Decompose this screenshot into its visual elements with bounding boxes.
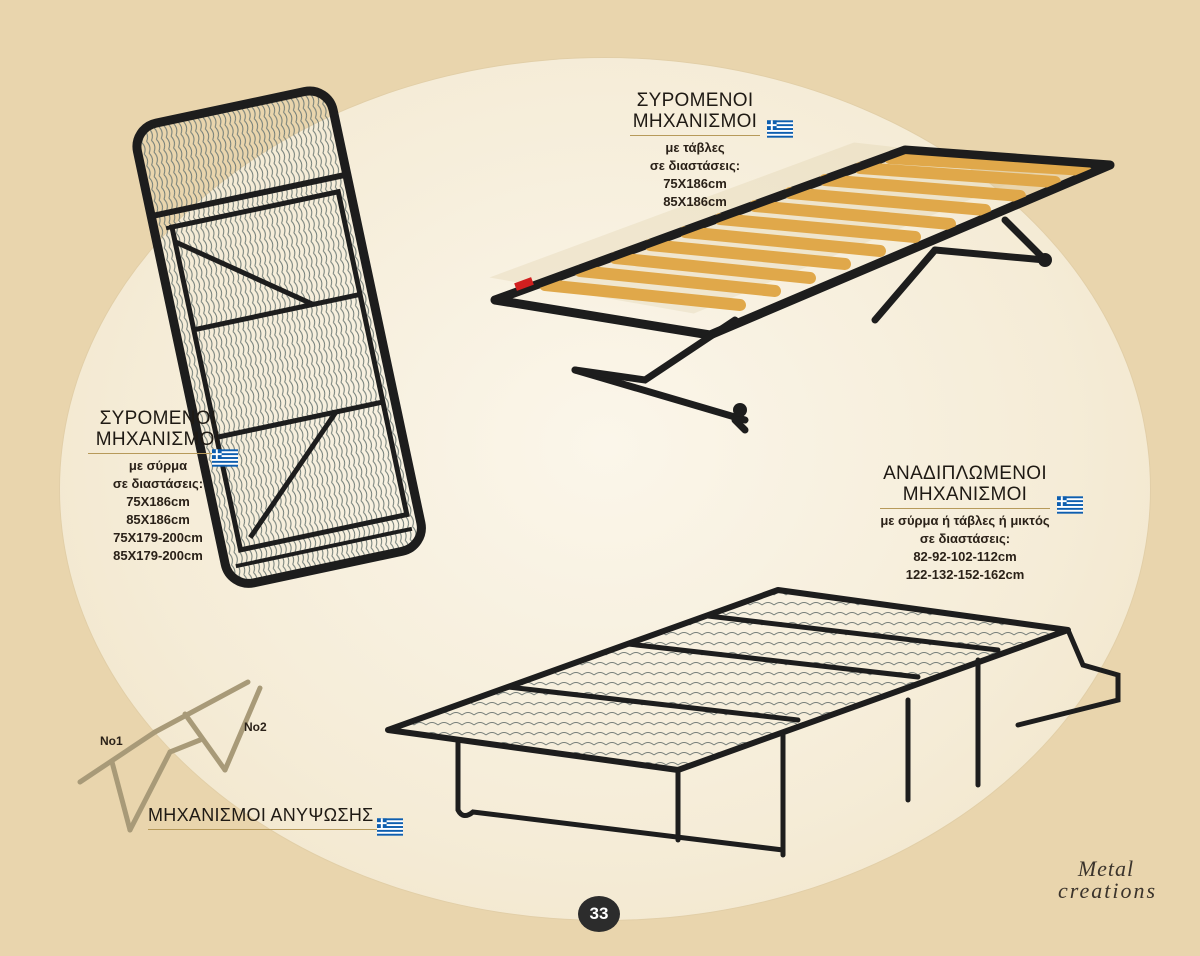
sliding-slats-size-2: 85X186cm (663, 194, 727, 209)
sliding-wire-size-1: 75X186cm (126, 494, 190, 509)
folding-size-1: 82-92-102-112cm (913, 549, 1017, 564)
folding-rule (880, 508, 1050, 509)
greek-flag-icon (377, 818, 403, 836)
sliding-wire-size-2: 85X186cm (126, 512, 190, 527)
sliding-slats-title-line2: ΜΗΧΑΝΙΣΜΟΙ (632, 111, 758, 132)
lifting-mechanisms-image (77, 679, 263, 833)
page-number: 33 (578, 896, 620, 932)
sliding-wire-title-line2: ΜΗΧΑΝΙΣΜΟΙ (95, 429, 221, 450)
slat-bed-image (489, 142, 1115, 434)
folding-title-line1: ΑΝΑΔΙΠΛΩΜΕΝΟΙ (883, 463, 1047, 484)
greek-flag-icon (767, 120, 793, 138)
folding-bed-image (385, 587, 1121, 858)
folding-subtitle: με σύρμα ή τάβλες ή μικτός (880, 513, 1050, 528)
lifting-title-text: ΜΗΧΑΝΙΣΜΟΙ ΑΝΥΨΩΣΗΣ (148, 805, 374, 825)
logo-line2: creations (1058, 878, 1158, 903)
sliding-slats-subtitle: με τάβλες (665, 140, 725, 155)
sliding-wire-info: ΣΥΡΟΜΕΝΟΙ ΜΗΧΑΝΙΣΜΟΙ με σύρμα σε διαστάσ… (62, 408, 254, 565)
sliding-slats-dims-label: σε διαστάσεις: (649, 158, 741, 173)
lifting-rule (148, 829, 386, 830)
folding-size-2: 122-132-152-162cm (905, 567, 1025, 582)
sliding-wire-subtitle: με σύρμα (128, 458, 188, 473)
greek-flag-icon (212, 449, 238, 467)
folding-info: ΑΝΑΔΙΠΛΩΜΕΝΟΙ ΜΗΧΑΝΙΣΜΟΙ με σύρμα ή τάβλ… (850, 463, 1080, 584)
folding-dims-label: σε διαστάσεις: (919, 531, 1011, 546)
logo-line1: Metal (1077, 856, 1135, 881)
wire-bed-image (132, 86, 426, 588)
sliding-wire-size-4: 85X179-200cm (113, 548, 203, 563)
label-no1: No1 (100, 734, 123, 748)
sliding-slats-info: ΣΥΡΟΜΕΝΟΙ ΜΗΧΑΝΙΣΜΟΙ με τάβλες σε διαστά… (610, 90, 780, 211)
folding-title-line2: ΜΗΧΑΝΙΣΜΟΙ (902, 484, 1028, 505)
sliding-wire-dims-label: σε διαστάσεις: (112, 476, 204, 491)
sliding-wire-title-line1: ΣΥΡΟΜΕΝΟΙ (99, 408, 217, 429)
metal-creations-logo: Metal creations (1058, 856, 1158, 903)
lifting-title: ΜΗΧΑΝΙΣΜΟΙ ΑΝΥΨΩΣΗΣ (148, 805, 388, 833)
sliding-slats-size-1: 75X186cm (663, 176, 727, 191)
sliding-wire-size-3: 75X179-200cm (113, 530, 203, 545)
greek-flag-icon (1057, 496, 1083, 514)
label-no2: No2 (244, 720, 267, 734)
sliding-slats-title-line1: ΣΥΡΟΜΕΝΟΙ (636, 90, 754, 111)
sliding-slats-rule (630, 135, 760, 136)
sliding-wire-rule (88, 453, 228, 454)
